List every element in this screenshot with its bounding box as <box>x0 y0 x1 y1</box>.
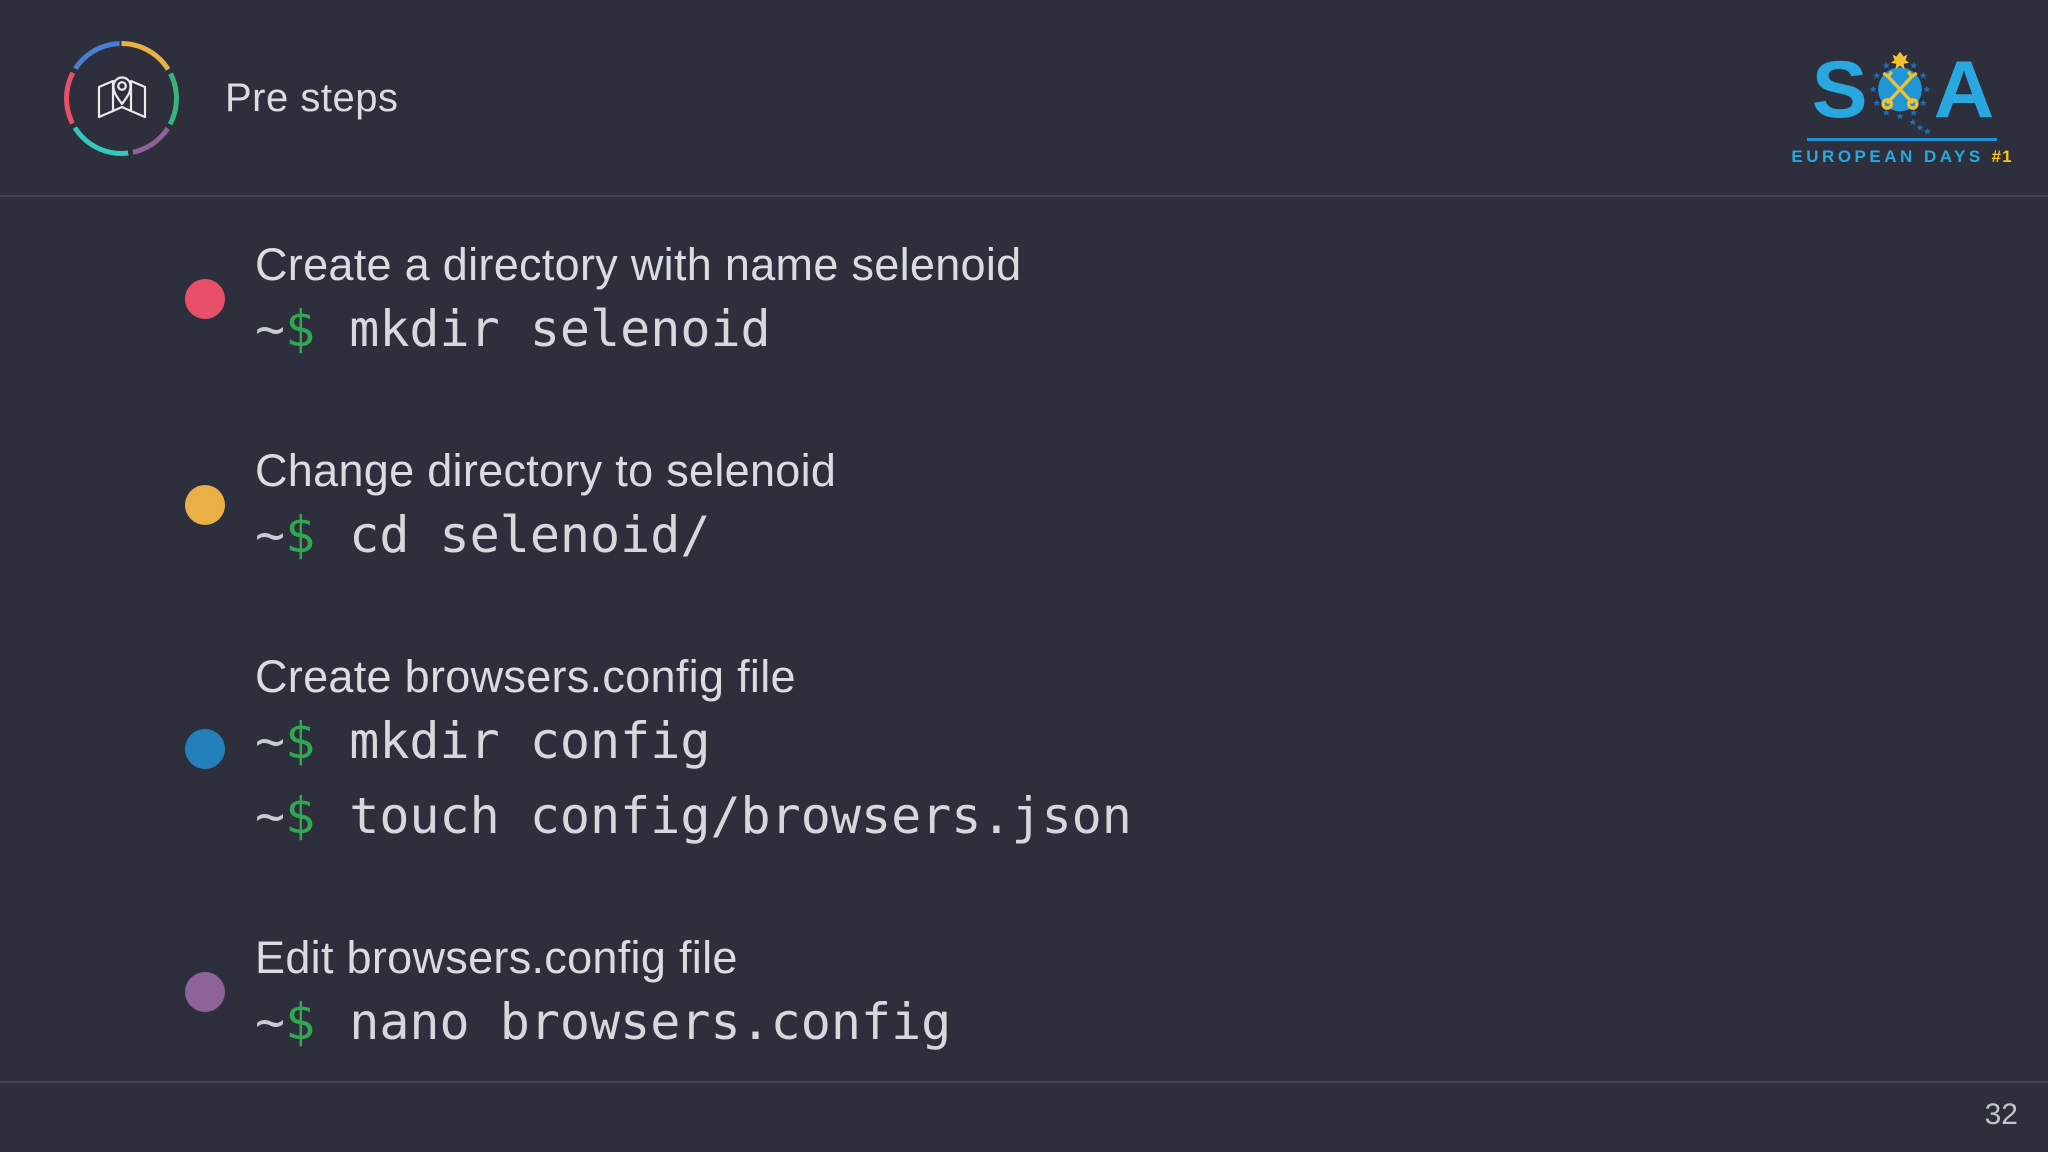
step-title: Create a directory with name selenoid <box>255 239 1022 290</box>
steps-list: Create a directory with name selenoid ~$… <box>185 238 1132 1053</box>
logo-subtitle: EUROPEAN DAYS #1 <box>1791 147 2012 167</box>
logo-underline <box>1807 138 1997 141</box>
step-title: Change directory to selenoid <box>255 445 837 496</box>
crossed-keys-emblem-icon <box>1869 51 1931 135</box>
step-bullet <box>185 972 225 1012</box>
step-title: Edit browsers.config file <box>255 932 738 983</box>
terminal-command: ~$ mkdir config <box>255 710 1132 772</box>
prompt-tilde: ~ <box>255 993 286 1051</box>
command-text: mkdir selenoid <box>349 300 771 358</box>
terminal-command: ~$ nano browsers.config <box>255 991 951 1053</box>
prompt-tilde: ~ <box>255 300 286 358</box>
command-text: cd selenoid/ <box>349 506 711 564</box>
prompt-dollar: $ <box>285 993 316 1051</box>
step-edit-browsers-config: Edit browsers.config file ~$ nano browser… <box>185 931 1132 1053</box>
page-number: 32 <box>1984 1098 2018 1131</box>
header-divider <box>0 195 2048 197</box>
command-text: touch config/browsers.json <box>349 787 1132 845</box>
step-bullet <box>185 485 225 525</box>
prompt-dollar: $ <box>285 712 316 770</box>
terminal-command: ~$ mkdir selenoid <box>255 298 1021 360</box>
command-text: nano browsers.config <box>349 993 952 1051</box>
step-create-directory: Create a directory with name selenoid ~$… <box>185 238 1132 360</box>
command-text: mkdir config <box>349 712 711 770</box>
logo-letter-s: S <box>1811 43 1868 135</box>
step-bullet <box>185 279 225 319</box>
terminal-command: ~$ cd selenoid/ <box>255 504 836 566</box>
logo-subtitle-text: EUROPEAN DAYS <box>1791 147 1984 166</box>
footer-divider <box>0 1081 2048 1083</box>
map-pin-icon <box>97 76 146 119</box>
map-location-ring-icon <box>64 40 179 156</box>
step-title: Create browsers.config file <box>255 651 796 702</box>
logo-letter-a: A <box>1933 43 1995 135</box>
terminal-command: ~$ touch config/browsers.json <box>255 785 1132 847</box>
sqa-european-days-logo: S <box>1791 43 2011 167</box>
logo-edition-badge: #1 <box>1991 147 2013 166</box>
prompt-tilde: ~ <box>255 787 286 845</box>
step-bullet <box>185 728 225 769</box>
prompt-dollar: $ <box>285 300 316 358</box>
prompt-tilde: ~ <box>255 506 286 564</box>
step-change-directory: Change directory to selenoid ~$ cd seleno… <box>185 444 1132 566</box>
prompt-tilde: ~ <box>255 712 286 770</box>
logo-wordmark: S <box>1811 43 1995 135</box>
slide-header: Pre steps <box>0 0 2048 196</box>
slide-title: Pre steps <box>225 75 399 120</box>
prompt-dollar: $ <box>285 506 316 564</box>
prompt-dollar: $ <box>285 787 316 845</box>
step-create-browsers-config: Create browsers.config file ~$mkdir conf… <box>185 650 1132 847</box>
